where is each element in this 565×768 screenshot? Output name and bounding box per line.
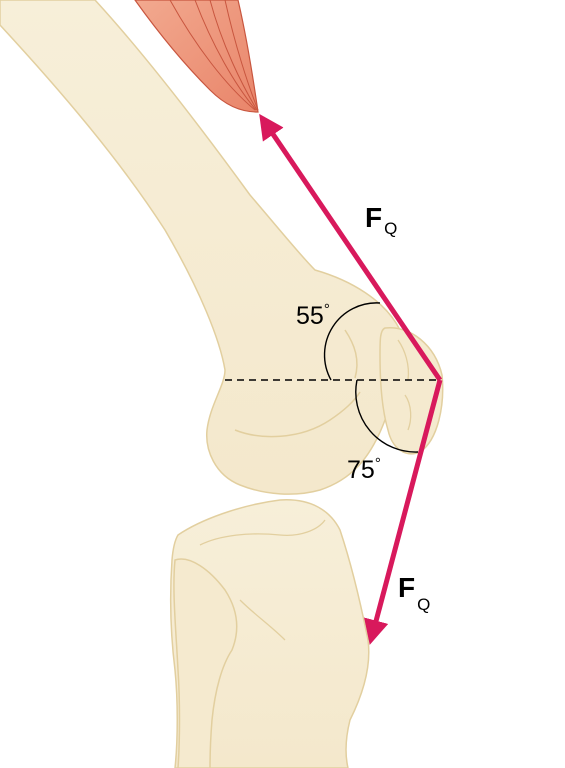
patella-bone xyxy=(379,327,444,455)
tibia-tuberosity-line xyxy=(239,599,286,641)
angle-arc-lower xyxy=(355,379,419,453)
patella-ridge-2 xyxy=(404,394,412,431)
fibula-bone xyxy=(173,558,238,768)
angle-label-lower: 75° xyxy=(347,455,381,484)
force-label-lower: FQ xyxy=(398,572,430,614)
tibia-bone xyxy=(170,499,370,768)
patella-ridge xyxy=(397,339,410,381)
tibia-plateau-line xyxy=(199,519,326,546)
force-vector-lower xyxy=(364,379,443,645)
angle-label-upper: 55° xyxy=(296,301,330,330)
force-vector-upper xyxy=(259,113,443,382)
quadriceps-muscle xyxy=(134,0,259,113)
femur-bone xyxy=(0,0,405,495)
angle-arc-upper xyxy=(323,302,381,381)
femur-condyle-line-2 xyxy=(344,329,358,379)
muscle-fibers xyxy=(169,0,259,111)
femur-condyle-line xyxy=(234,391,361,438)
